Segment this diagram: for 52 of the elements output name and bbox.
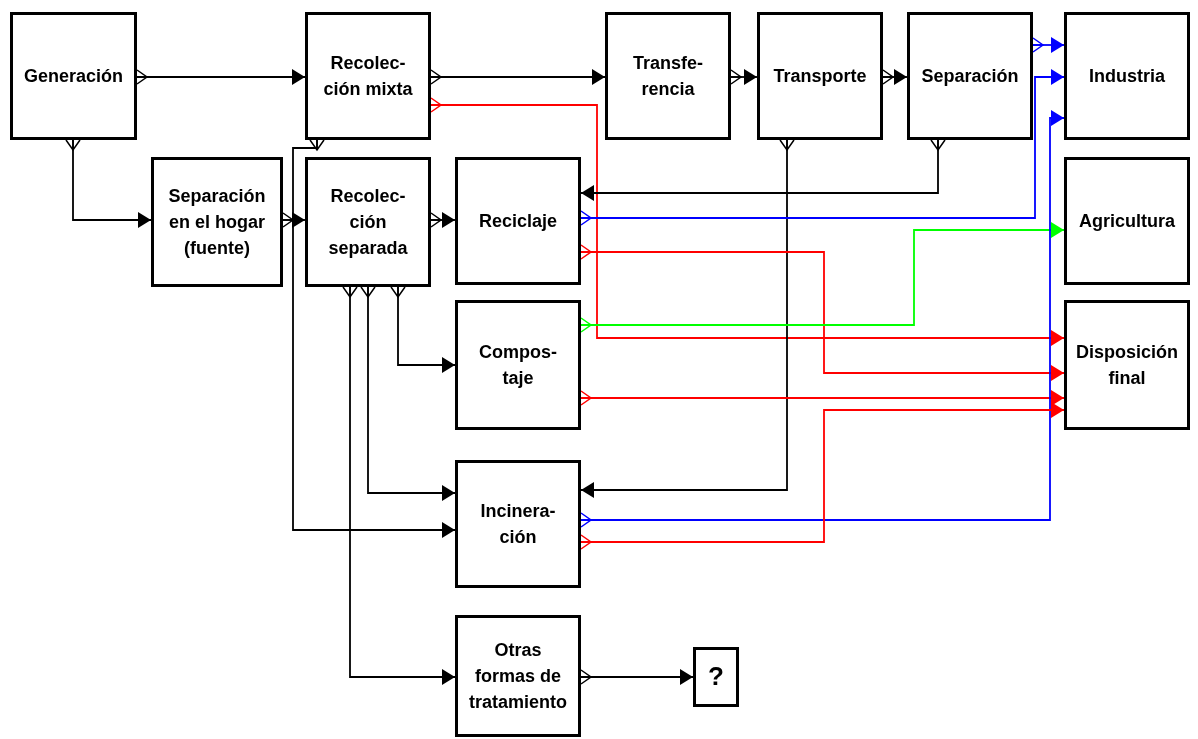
- process-box: [1064, 12, 1190, 140]
- process-box: [907, 12, 1033, 140]
- process-box: [1064, 300, 1190, 430]
- arrow: [342, 286, 456, 685]
- box-label: Otras formas de tratamiento: [468, 638, 568, 715]
- process-box: [455, 157, 581, 285]
- arrow: [292, 139, 456, 538]
- arrow: [430, 97, 1065, 346]
- box-label: Generación: [23, 64, 123, 88]
- arrow: [136, 69, 306, 85]
- arrow: [580, 390, 1065, 406]
- process-box: [455, 460, 581, 588]
- process-box: [1064, 157, 1190, 285]
- box-label: ?: [708, 660, 724, 694]
- arrow: [390, 286, 456, 373]
- arrow: [1032, 37, 1065, 53]
- process-box: [693, 647, 739, 707]
- arrow: [282, 212, 306, 228]
- arrow: [65, 139, 152, 228]
- process-box: [305, 12, 431, 140]
- process-box: [455, 615, 581, 737]
- box-label: Recolec- ción separada: [327, 184, 409, 261]
- box-label: Recolec- ción mixta: [322, 51, 414, 101]
- arrow: [580, 69, 1065, 226]
- box-label: Transporte: [773, 64, 867, 88]
- process-box: [305, 157, 431, 287]
- process-box: [10, 12, 137, 140]
- arrow: [580, 139, 795, 498]
- arrow: [580, 222, 1065, 333]
- process-box: [151, 157, 283, 287]
- box-label: Disposición final: [1075, 340, 1179, 390]
- box-label: Agricultura: [1079, 209, 1175, 233]
- box-label: Industria: [1089, 64, 1165, 88]
- process-box: [455, 300, 581, 430]
- box-label: Reciclaje: [478, 209, 558, 233]
- process-box: [605, 12, 731, 140]
- arrow: [430, 212, 456, 228]
- arrow: [882, 69, 908, 85]
- box-label: Separación: [921, 64, 1019, 88]
- arrow: [580, 244, 1065, 381]
- arrow: [580, 110, 1065, 528]
- arrow: [580, 402, 1065, 550]
- box-label: Compos- taje: [478, 340, 558, 390]
- arrow: [730, 69, 758, 85]
- arrow: [580, 139, 946, 201]
- box-label: Transfe- rencia: [632, 51, 704, 101]
- arrow: [430, 69, 606, 85]
- process-box: [757, 12, 883, 140]
- box-label: Separación en el hogar (fuente): [167, 184, 267, 261]
- arrow: [580, 669, 694, 685]
- box-label: Incinera- ción: [479, 499, 557, 549]
- arrow: [360, 286, 456, 501]
